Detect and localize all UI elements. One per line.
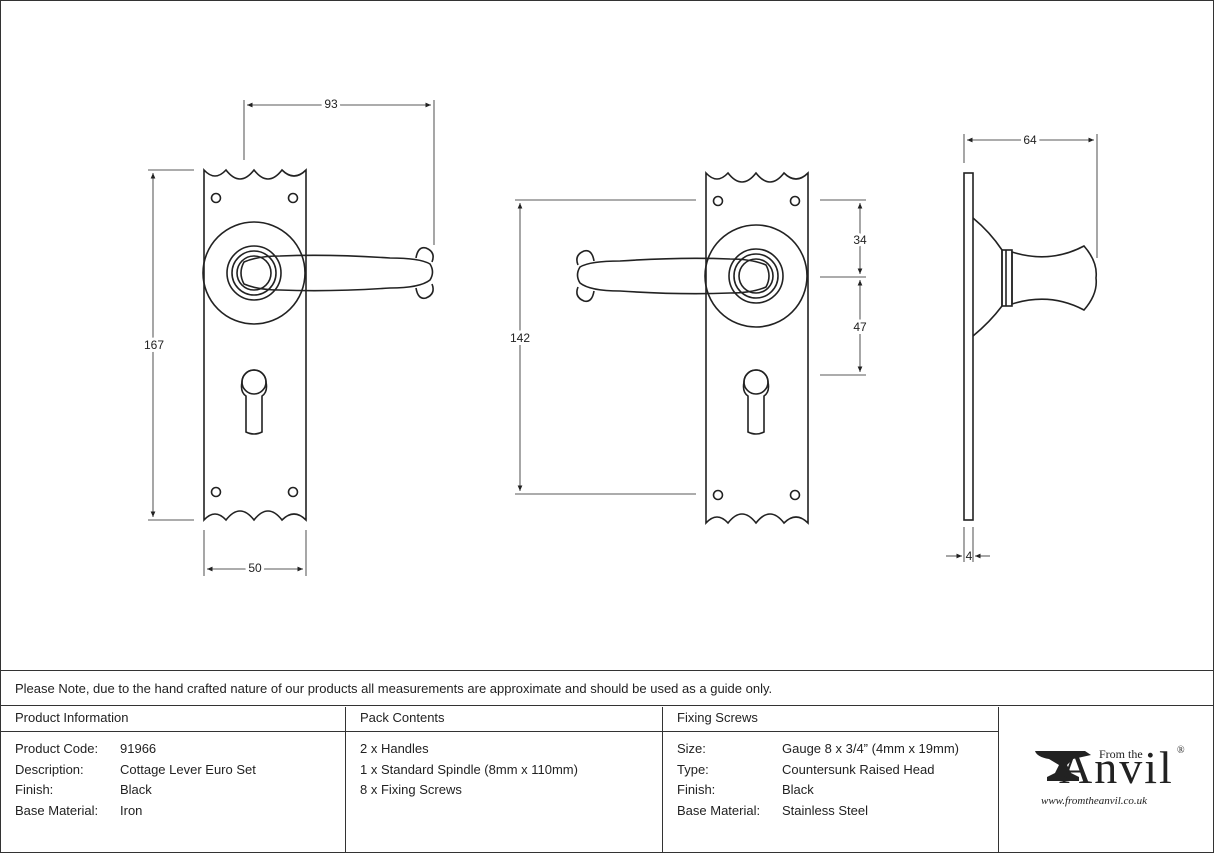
side-rose <box>972 217 1003 337</box>
info-key: Finish: <box>15 782 54 797</box>
screw-value: Stainless Steel <box>782 802 868 818</box>
dim-label-34: 34 <box>853 233 867 247</box>
dim-142 <box>515 199 696 495</box>
screw-value: Black <box>782 782 814 797</box>
euro-keyhole-2 <box>742 369 770 435</box>
info-value: Black <box>120 782 152 797</box>
dim-93 <box>243 100 435 245</box>
screw-key: Base Material: <box>677 802 761 818</box>
screw-key: Finish: <box>677 782 716 797</box>
info-key: Product Code: <box>15 741 99 756</box>
dim-label-93: 93 <box>324 97 338 111</box>
dim-label-167: 167 <box>144 338 164 352</box>
product-information-panel: Product Information Product Code: 91966 D… <box>1 707 346 852</box>
disclaimer-note: Please Note, due to the hand crafted nat… <box>1 670 1213 706</box>
screw-row: Type: Countersunk Raised Head <box>663 760 998 781</box>
lever-handle-2 <box>576 257 770 295</box>
info-row: Product Code: 91966 <box>1 739 345 760</box>
screw-value: Countersunk Raised Head <box>782 761 935 777</box>
screw-row: Size: Gauge 8 x 3/4” (4mm x 19mm) <box>663 739 998 760</box>
dim-label-142: 142 <box>510 331 530 345</box>
screw-key: Type: <box>677 761 709 777</box>
backplate-outline-2 <box>705 170 809 526</box>
front-view-left <box>202 167 434 523</box>
pack-item: 2 x Handles <box>360 741 429 756</box>
backplate-outline <box>203 167 307 523</box>
fixing-screws-heading: Fixing Screws <box>663 707 998 732</box>
dim-label-47: 47 <box>853 320 867 334</box>
info-key: Base Material: <box>15 802 99 818</box>
rose-outer <box>202 221 306 325</box>
screw-row: Finish: Black <box>663 780 998 801</box>
side-backplate <box>963 172 974 521</box>
info-value: Cottage Lever Euro Set <box>120 761 256 777</box>
dim-label-50: 50 <box>248 561 262 575</box>
pack-item: 8 x Fixing Screws <box>360 782 462 797</box>
anvil-icon <box>1035 751 1091 781</box>
info-row: Description: Cottage Lever Euro Set <box>1 760 345 781</box>
product-information-heading: Product Information <box>1 707 345 732</box>
side-handle <box>1011 244 1098 312</box>
fixing-screws-panel: Fixing Screws Size: Gauge 8 x 3/4” (4mm x… <box>663 707 999 852</box>
screw-row: Base Material: Stainless Steel <box>663 801 998 822</box>
screw-value: Gauge 8 x 3/4” (4mm x 19mm) <box>782 741 959 756</box>
dim-label-64: 64 <box>1023 133 1037 147</box>
dim-34-47 <box>820 199 866 376</box>
pack-contents-panel: Pack Contents 2 x Handles 1 x Standard S… <box>346 707 663 852</box>
info-value: Iron <box>120 802 143 818</box>
dim-50 <box>203 530 307 576</box>
dim-64 <box>963 134 1098 258</box>
brand-logo: From the ® Anvil www.fromtheanvil.co.uk <box>999 707 1213 852</box>
logo-registered-mark: ® <box>1177 745 1185 756</box>
pack-item: 1 x Standard Spindle (8mm x 110mm) <box>360 761 578 777</box>
info-row: Base Material: Iron <box>1 801 345 822</box>
info-row: Finish: Black <box>1 780 345 801</box>
side-view <box>963 172 1098 521</box>
front-view-right <box>576 170 809 526</box>
dim-4 <box>946 527 990 562</box>
lever-handle <box>240 254 434 292</box>
technical-drawing: 93 167 50 142 <box>143 97 1098 576</box>
dim-label-4: 4 <box>966 549 973 563</box>
logo-from-the: From the <box>1099 747 1143 761</box>
euro-keyhole <box>240 369 268 435</box>
info-value: 91966 <box>120 741 157 756</box>
logo-anvil-wordmark: Anvil <box>1059 742 1174 793</box>
info-key: Description: <box>15 761 84 777</box>
screw-key: Size: <box>677 741 706 756</box>
dim-167 <box>148 169 194 521</box>
logo-url: www.fromtheanvil.co.uk <box>1041 795 1148 807</box>
pack-contents-heading: Pack Contents <box>346 707 662 732</box>
